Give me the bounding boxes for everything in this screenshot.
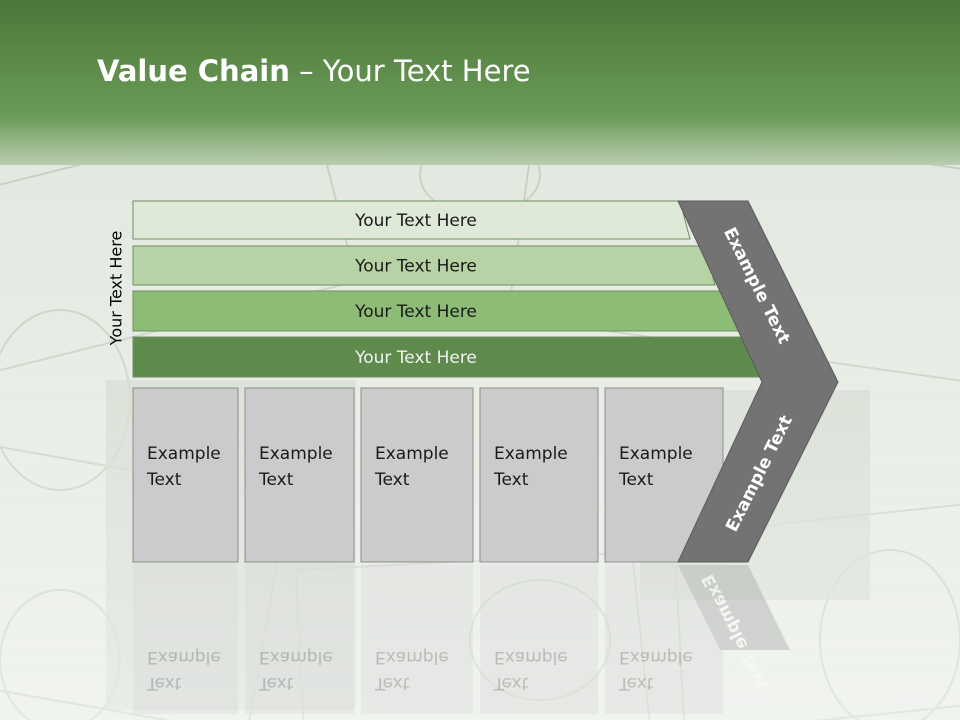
box-2-reflection (245, 564, 354, 714)
box-5-reflection-line1: Example (619, 647, 693, 667)
box-4 (479, 387, 599, 563)
box-1-reflection-line1: Example (147, 647, 221, 667)
box-5-line1: Example (619, 444, 693, 464)
box-2-line2: Text (258, 470, 294, 490)
slide-title: Value Chain – Your Text Here (97, 54, 531, 88)
title-bold: Value Chain (97, 54, 290, 88)
box-5-reflection-line2: Text (618, 673, 654, 693)
box-1 (132, 387, 239, 563)
box-4-reflection-line1: Example (494, 647, 568, 667)
box-3-reflection-line2: Text (374, 673, 410, 693)
box-3 (360, 387, 474, 563)
row-2-bar (132, 245, 716, 286)
title-rest: – Your Text Here (289, 54, 531, 88)
box-2 (244, 387, 355, 563)
box-1-reflection-line2: Text (146, 673, 182, 693)
row-1-bar (132, 200, 691, 240)
box-2-reflection-line2: Text (258, 673, 294, 693)
row-3-label: Your Text Here (354, 302, 477, 322)
box-1-reflection (133, 564, 238, 714)
box-1-line2: Text (146, 470, 182, 490)
row-1-label: Your Text Here (354, 211, 477, 231)
row-4-label: Your Text Here (354, 348, 477, 368)
box-4-reflection-line2: Text (493, 673, 529, 693)
box-3-reflection (361, 564, 473, 714)
box-3-line1: Example (375, 444, 449, 464)
chevron-reflection (678, 565, 790, 650)
box-2-reflection-line1: Example (259, 647, 333, 667)
box-1-line1: Example (147, 444, 221, 464)
box-3-reflection-line1: Example (375, 647, 449, 667)
box-3-line2: Text (374, 470, 410, 490)
box-4-reflection (480, 564, 598, 714)
box-2-line1: Example (259, 444, 333, 464)
box-4-line2: Text (493, 470, 529, 490)
box-4-line1: Example (494, 444, 568, 464)
row-2-label: Your Text Here (354, 257, 477, 277)
box-5-line2: Text (618, 470, 654, 490)
box-5-reflection (605, 564, 723, 714)
chevron-arrow (677, 200, 839, 563)
